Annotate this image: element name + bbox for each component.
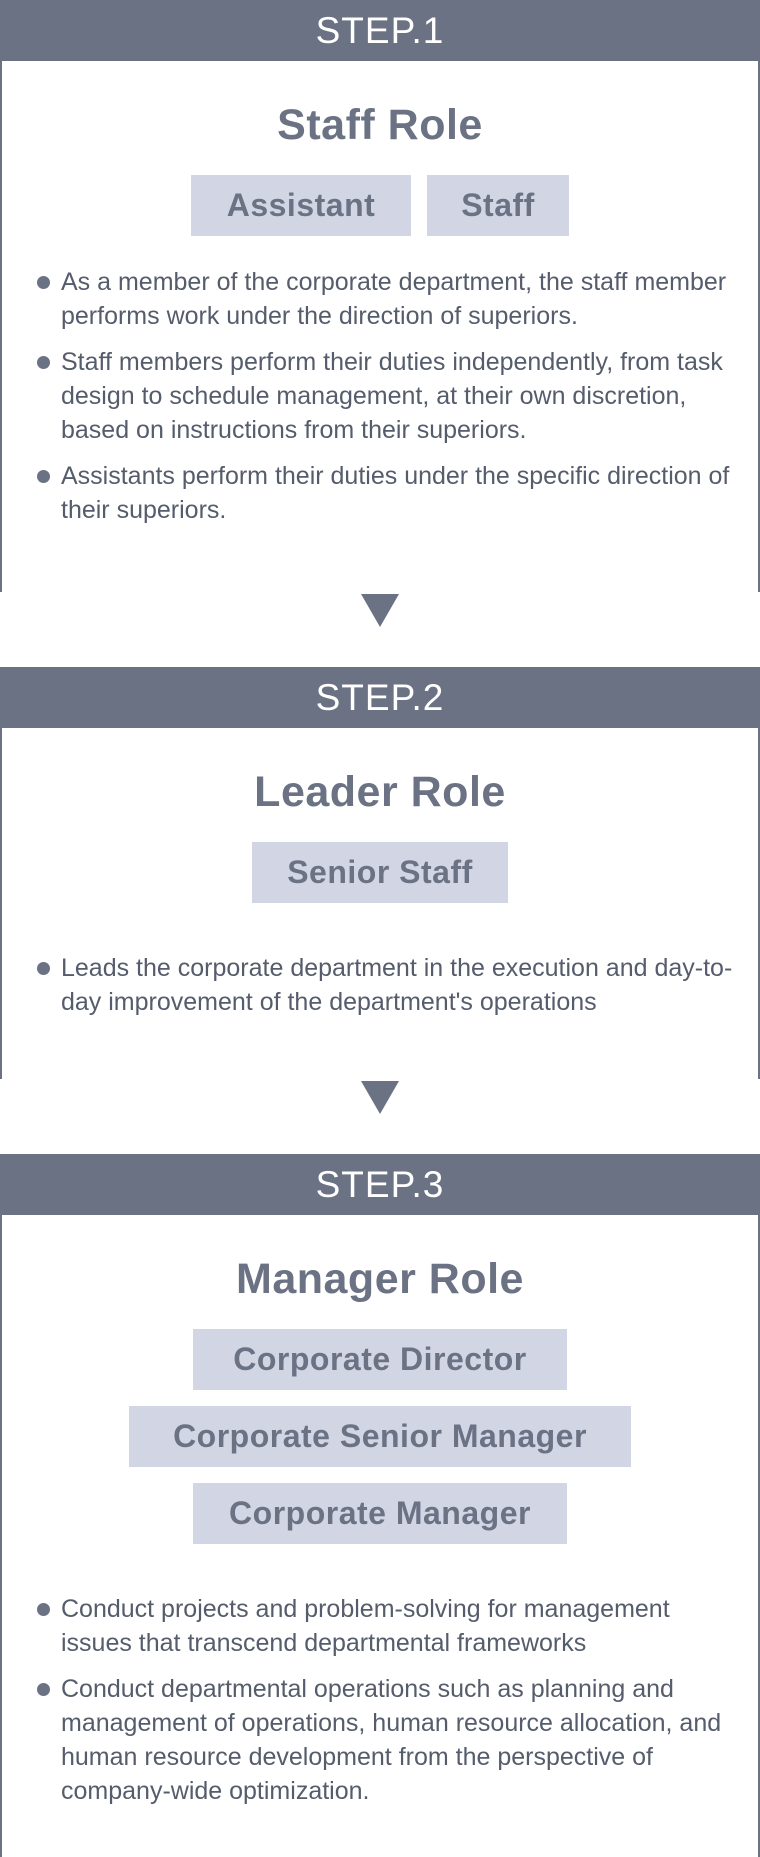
- step-3-title: Manager Role: [236, 1255, 524, 1303]
- list-item: Conduct projects and problem-solving for…: [37, 1592, 738, 1660]
- step-3-box: STEP.3 Manager Role Corporate Director C…: [0, 1154, 760, 1857]
- step-2-bullets: Leads the corporate department in the ex…: [2, 951, 758, 1019]
- step-3-bullets: Conduct projects and problem-solving for…: [2, 1592, 758, 1808]
- step-2-title: Leader Role: [254, 768, 506, 816]
- step-1-tags: Assistant Staff: [2, 175, 758, 236]
- list-item: As a member of the corporate department,…: [37, 265, 738, 333]
- down-arrow-icon: [361, 1081, 399, 1114]
- step-3-tags: Corporate Director Corporate Senior Mana…: [2, 1329, 758, 1544]
- list-item: Leads the corporate department in the ex…: [37, 951, 738, 1019]
- tag-corporate-manager: Corporate Manager: [193, 1483, 567, 1544]
- bullet-dot-icon: [37, 1603, 50, 1616]
- step-1-title: Staff Role: [277, 101, 483, 149]
- step-1: STEP.1 Staff Role Assistant Staff As a m…: [0, 0, 760, 592]
- step-3: STEP.3 Manager Role Corporate Director C…: [0, 1154, 760, 1857]
- bullet-dot-icon: [37, 356, 50, 369]
- step-2-to-3-connector: [0, 1079, 760, 1154]
- step-1-header: STEP.1: [2, 0, 758, 61]
- step-2-header: STEP.2: [2, 667, 758, 728]
- step-1-to-2-connector: [0, 592, 760, 667]
- tag-corporate-director: Corporate Director: [193, 1329, 567, 1390]
- bullet-dot-icon: [37, 1683, 50, 1696]
- bullet-dot-icon: [37, 470, 50, 483]
- step-2-tags: Senior Staff: [2, 842, 758, 903]
- step-1-bullets: As a member of the corporate department,…: [2, 265, 758, 527]
- list-item: Staff members perform their duties indep…: [37, 345, 738, 447]
- tag-corporate-senior-manager: Corporate Senior Manager: [129, 1406, 631, 1467]
- list-item: Conduct departmental operations such as …: [37, 1672, 738, 1808]
- step-2: STEP.2 Leader Role Senior Staff Leads th…: [0, 667, 760, 1079]
- bullet-dot-icon: [37, 276, 50, 289]
- down-arrow-icon: [361, 594, 399, 627]
- list-item: Assistants perform their duties under th…: [37, 459, 738, 527]
- step-2-box: STEP.2 Leader Role Senior Staff Leads th…: [0, 667, 760, 1079]
- step-1-box: STEP.1 Staff Role Assistant Staff As a m…: [0, 0, 760, 592]
- bullet-dot-icon: [37, 962, 50, 975]
- tag-assistant: Assistant: [191, 175, 411, 236]
- step-3-header: STEP.3: [2, 1154, 758, 1215]
- tag-senior-staff: Senior Staff: [252, 842, 508, 903]
- tag-staff: Staff: [427, 175, 569, 236]
